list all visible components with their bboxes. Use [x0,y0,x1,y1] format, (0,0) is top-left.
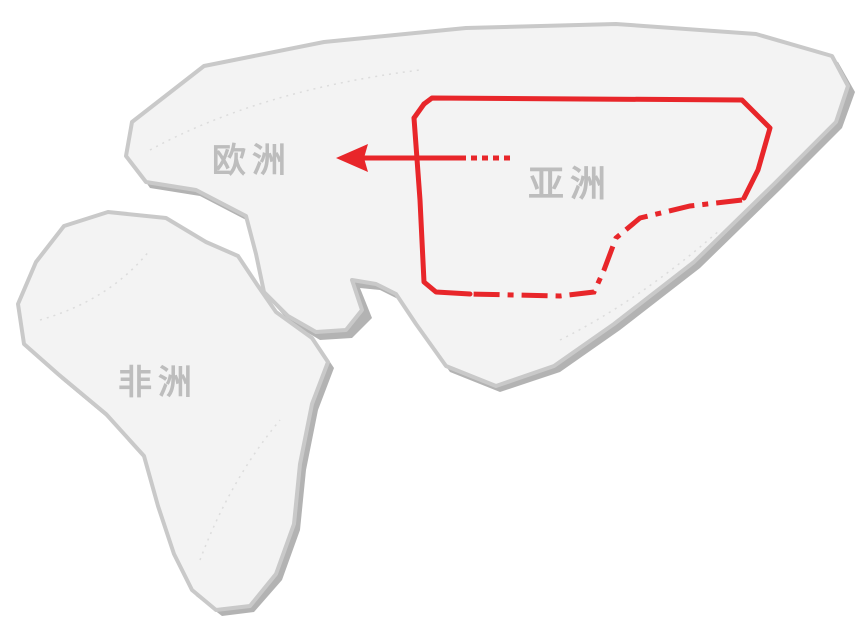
label-europe: 欧洲 [212,141,292,181]
eurasia-landmass [124,22,850,388]
eurasia-sketch-line [149,69,721,341]
route-arrow-head-icon [336,144,368,172]
africa-landmass [16,210,330,612]
africa-sketch-line [39,249,281,561]
label-africa: 非洲 [118,363,198,403]
label-asia: 亚洲 [528,164,612,205]
route-outline-solid [411,95,773,297]
route-outline-dashed [469,197,743,299]
route-corner [411,101,427,121]
